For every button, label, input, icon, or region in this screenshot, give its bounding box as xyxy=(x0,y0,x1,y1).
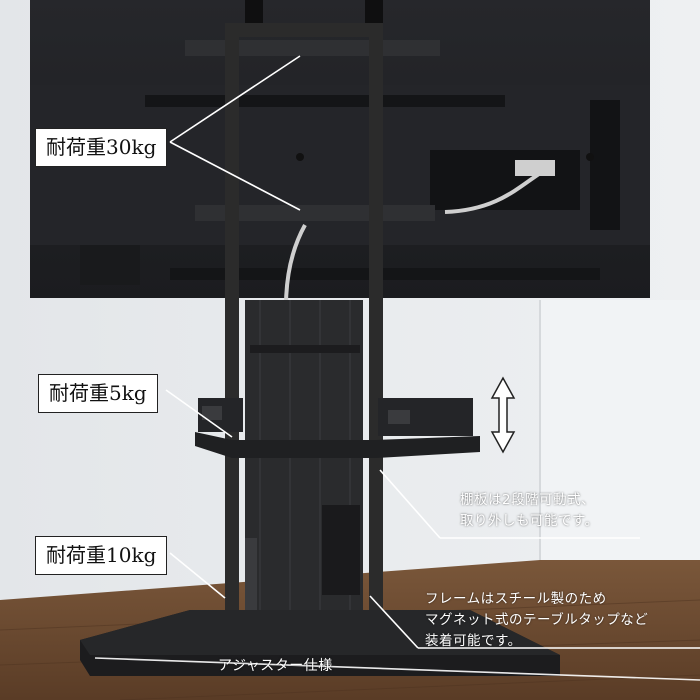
callout-load-tv: 耐荷重30kg xyxy=(35,128,168,167)
leader-lines xyxy=(94,55,700,681)
shelf xyxy=(195,432,480,458)
frame-note-line: 装着可能です。 xyxy=(425,633,522,649)
callout-load-shelf: 耐荷重5kg xyxy=(38,374,158,413)
frame-note-line: フレームはスチール製のため xyxy=(425,591,607,607)
frame-note: フレームはスチール製のため マグネット式のテーブルタップなど 装着可能です。 xyxy=(425,589,648,652)
shelf-note-line: 棚板は2段階可動式、 xyxy=(460,492,596,508)
wall-corner xyxy=(540,300,700,560)
power-tap xyxy=(322,505,360,595)
callout-load-base: 耐荷重10kg xyxy=(35,536,168,575)
adjuster-label: アジャスター仕様 xyxy=(218,658,333,674)
shelf-note: 棚板は2段階可動式、 取り外しも可能です。 xyxy=(460,490,599,532)
up-down-arrow-icon xyxy=(490,376,516,454)
frame-note-line: マグネット式のテーブルタップなど xyxy=(425,612,649,628)
shelf-note-line: 取り外しも可能です。 xyxy=(460,513,599,529)
tv-ports xyxy=(430,150,580,210)
